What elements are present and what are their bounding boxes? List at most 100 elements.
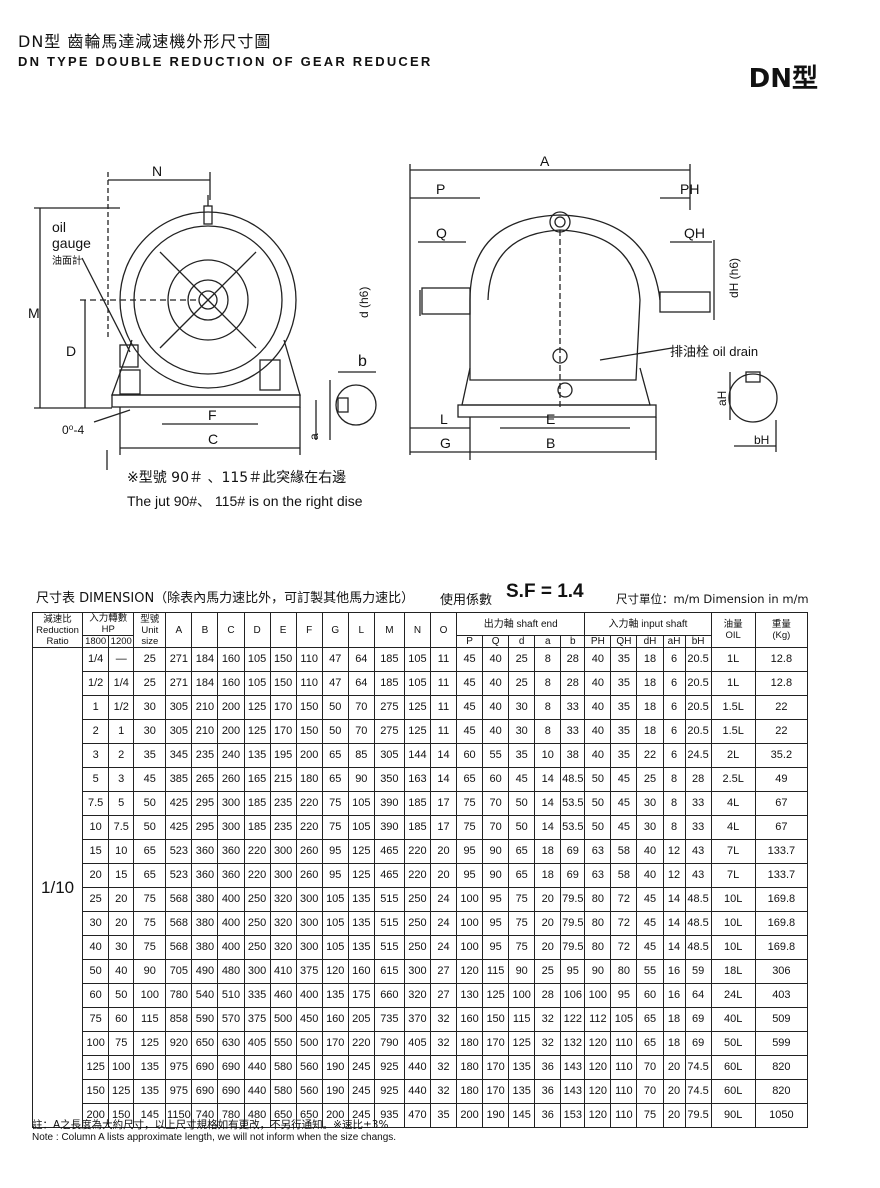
table-cell: 185	[373, 671, 405, 696]
table-cell: 100	[133, 983, 167, 1008]
table-cell: 705	[165, 959, 193, 984]
table-cell: 12	[662, 863, 686, 888]
table-cell: 425	[165, 815, 193, 840]
table-cell: 75	[321, 791, 349, 816]
table-cell: 2L	[710, 743, 756, 768]
table-cell: 3	[82, 743, 110, 768]
table-cell: 22	[636, 743, 664, 768]
table-cell: 160	[347, 959, 375, 984]
table-cell: 515	[373, 911, 405, 936]
header-PH: PH	[584, 635, 612, 648]
table-cell: 75	[508, 911, 536, 936]
table-cell: 22	[754, 695, 809, 720]
table-cell: 1150	[165, 1103, 193, 1128]
table-cell: 235	[191, 743, 219, 768]
table-cell: 20.5	[684, 719, 712, 744]
table-cell: 120	[584, 1079, 612, 1104]
table-cell: 125	[508, 1031, 536, 1056]
table-cell: 300	[295, 887, 323, 912]
table-cell: 100	[456, 911, 484, 936]
table-cell: 33	[684, 815, 712, 840]
table-cell: 28	[560, 671, 586, 696]
table-cell: 35	[133, 743, 167, 768]
table-cell: 20	[662, 1055, 686, 1080]
table-cell: 74.5	[684, 1079, 712, 1104]
table-cell: 30	[508, 695, 536, 720]
header-shaft-end: 出力軸 shaft end	[456, 612, 586, 636]
table-cell: 8	[534, 695, 562, 720]
table-cell: 79.5	[560, 887, 586, 912]
table-cell: 70	[636, 1055, 664, 1080]
table-cell: 125	[243, 695, 271, 720]
table-cell: 14	[662, 911, 686, 936]
table-cell: 135	[133, 1079, 167, 1104]
table-cell: 4L	[710, 815, 756, 840]
table-cell: 110	[610, 1055, 638, 1080]
table-cell: 35	[610, 647, 638, 672]
table-cell: 25	[508, 647, 536, 672]
table-cell: 135	[133, 1055, 167, 1080]
table-cell: 32	[429, 1007, 458, 1032]
table-cell: 360	[191, 863, 219, 888]
table-cell: 400	[295, 983, 323, 1008]
table-cell: 11	[429, 719, 458, 744]
table-cell: 135	[347, 935, 375, 960]
label-B: B	[546, 435, 555, 451]
header-aH: aH	[662, 635, 686, 648]
table-cell: 105	[610, 1007, 638, 1032]
table-cell: 1/4	[108, 671, 135, 696]
table-cell: 50	[133, 815, 167, 840]
table-cell: 2.5L	[710, 767, 756, 792]
table-cell: 120	[584, 1055, 612, 1080]
table-cell: 18	[636, 671, 664, 696]
label-QH: QH	[684, 225, 705, 241]
table-cell: 45	[636, 935, 664, 960]
table-cell: 105	[243, 671, 271, 696]
table-cell: 90	[482, 863, 510, 888]
table-cell: 67	[754, 815, 809, 840]
table-cell: 11	[429, 647, 458, 672]
table-cell: 20.5	[684, 647, 712, 672]
sf-label: 使用係數	[440, 593, 493, 608]
table-cell: 170	[269, 719, 297, 744]
table-cell: 185	[403, 791, 431, 816]
table-cell: 515	[373, 887, 405, 912]
table-cell: 110	[610, 1079, 638, 1104]
table-cell: 65	[508, 863, 536, 888]
table-cell: 35	[610, 695, 638, 720]
table-cell: 17	[429, 791, 458, 816]
table-cell: 160	[217, 671, 245, 696]
table-cell: 65	[636, 1031, 664, 1056]
table-cell: 24	[429, 935, 458, 960]
table-cell: 60	[82, 983, 110, 1008]
table-cell: 370	[403, 1007, 431, 1032]
table-cell: 190	[321, 1079, 349, 1104]
table-cell: 480	[217, 959, 245, 984]
table-cell: 375	[295, 959, 323, 984]
table-cell: 25	[636, 767, 664, 792]
header-dH: dH	[636, 635, 664, 648]
table-cell: 145	[133, 1103, 167, 1128]
table-cell: 105	[347, 791, 375, 816]
table-cell: 45	[610, 767, 638, 792]
table-cell: 305	[373, 743, 405, 768]
table-cell: 75	[321, 815, 349, 840]
label-oil-gauge-cn: 油面計	[52, 254, 82, 267]
table-cell: 1.5L	[710, 695, 756, 720]
ratio-cell: 1/10	[31, 647, 84, 1128]
table-cell: 275	[373, 695, 405, 720]
table-cell: 650	[191, 1031, 219, 1056]
table-cell: 250	[403, 935, 431, 960]
table-cell: 50	[508, 791, 536, 816]
table-cell: 45	[636, 887, 664, 912]
table-cell: 20.5	[684, 671, 712, 696]
table-cell: 133.7	[754, 863, 809, 888]
table-cell: 568	[165, 935, 193, 960]
header-a: a	[534, 635, 562, 648]
table-cell: 24	[429, 911, 458, 936]
